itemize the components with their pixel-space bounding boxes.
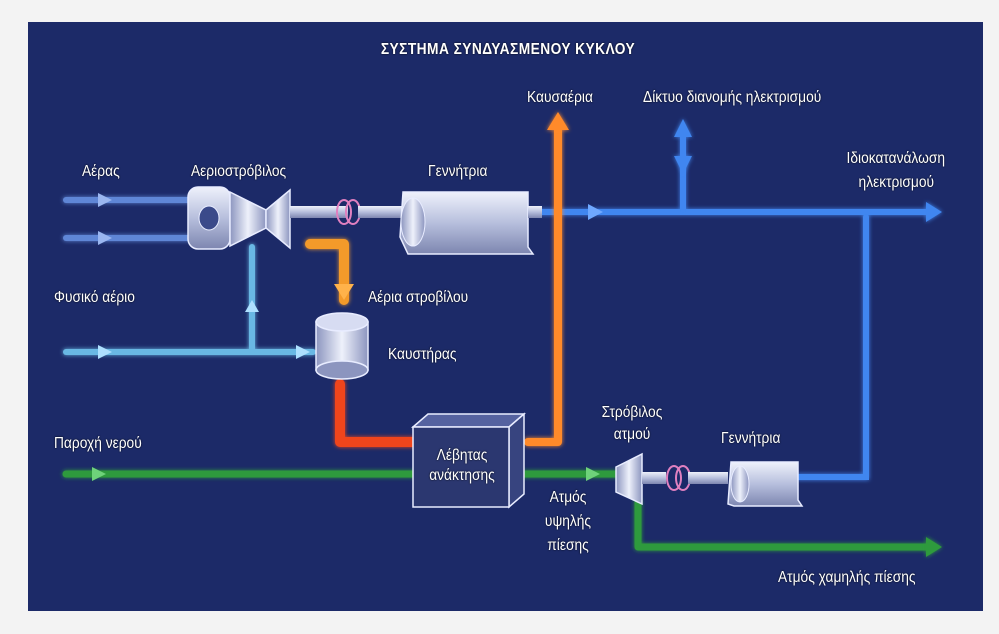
steam-turbine: [615, 452, 666, 506]
label-steam-turbine-1: Στρόβιλος: [601, 404, 663, 421]
natural-gas-arrow-2: [296, 345, 310, 359]
low-pressure-steam-arrow: [926, 537, 942, 557]
gas-turbine-shaft: [358, 206, 403, 218]
steam-turbine-shaft: [688, 472, 728, 484]
label-boiler-1: Λέβητας: [436, 447, 488, 464]
electric-return-line: [795, 214, 869, 480]
self-consumption-arrow: [926, 202, 942, 222]
generator-2: [727, 461, 804, 507]
flue-gas-arrow: [547, 112, 569, 130]
gas-turbine: [187, 186, 348, 250]
label-natural-gas: Φυσικό αέριο: [54, 289, 135, 306]
label-gas-turbine: Αεριοστρόβιλος: [191, 163, 287, 180]
label-water-supply: Παροχή νερού: [54, 435, 142, 452]
label-steam-turbine-2: ατμού: [613, 426, 651, 443]
natural-gas-arrow-1: [98, 345, 112, 359]
generator-1: [399, 191, 542, 255]
label-hp-steam-1: Ατμός: [549, 489, 587, 506]
label-turbine-gases: Αέρια στροβίλου: [368, 289, 469, 306]
burner-unit: [315, 312, 369, 380]
label-generator-2: Γεννήτρια: [721, 430, 781, 447]
label-self-consumption-2: ηλεκτρισμού: [858, 174, 934, 191]
label-lp-steam: Ατμός χαμηλής πίεσης: [778, 569, 916, 586]
label-hp-steam-2: υψηλής: [544, 513, 592, 530]
grid-arrow-up: [674, 119, 692, 137]
flow-diagram: [62, 112, 942, 557]
label-boiler-2: ανάκτησης: [429, 467, 495, 484]
grid-arrow-down: [674, 156, 692, 174]
air-inlets: [63, 197, 191, 241]
label-grid: Δίκτυο διανομής ηλεκτρισμού: [643, 89, 822, 106]
natural-gas-arrow-up: [245, 300, 259, 312]
label-burner: Καυστήρας: [388, 346, 457, 363]
air-arrow-1: [98, 193, 112, 207]
turbine-gas-arrow: [334, 284, 354, 300]
hot-gas-lines: [305, 126, 562, 447]
air-arrow-2: [98, 231, 112, 245]
label-hp-steam-3: πίεσης: [547, 537, 589, 554]
diagram-panel: ΣΥΣΤΗΜΑ ΣΥΝΔΥΑΣΜΕΝΟΥ ΚΥΚΛΟΥ Αέρας Αεριοσ…: [28, 22, 983, 611]
steam-arrow: [586, 467, 600, 481]
label-flue-gas: Καυσαέρια: [527, 89, 593, 106]
generator1-output-arrow: [588, 204, 603, 220]
diagram-title: ΣΥΣΤΗΜΑ ΣΥΝΔΥΑΣΜΕΝΟΥ ΚΥΚΛΟΥ: [380, 41, 636, 58]
shaft-coupling-2: [666, 465, 691, 491]
label-self-consumption-1: Ιδιοκατανάλωση: [846, 150, 945, 167]
water-lines: [62, 470, 932, 551]
recovery-boiler: [410, 412, 527, 509]
water-arrow: [92, 467, 106, 481]
label-air: Αέρας: [82, 163, 120, 180]
label-generator-1: Γεννήτρια: [428, 163, 488, 180]
